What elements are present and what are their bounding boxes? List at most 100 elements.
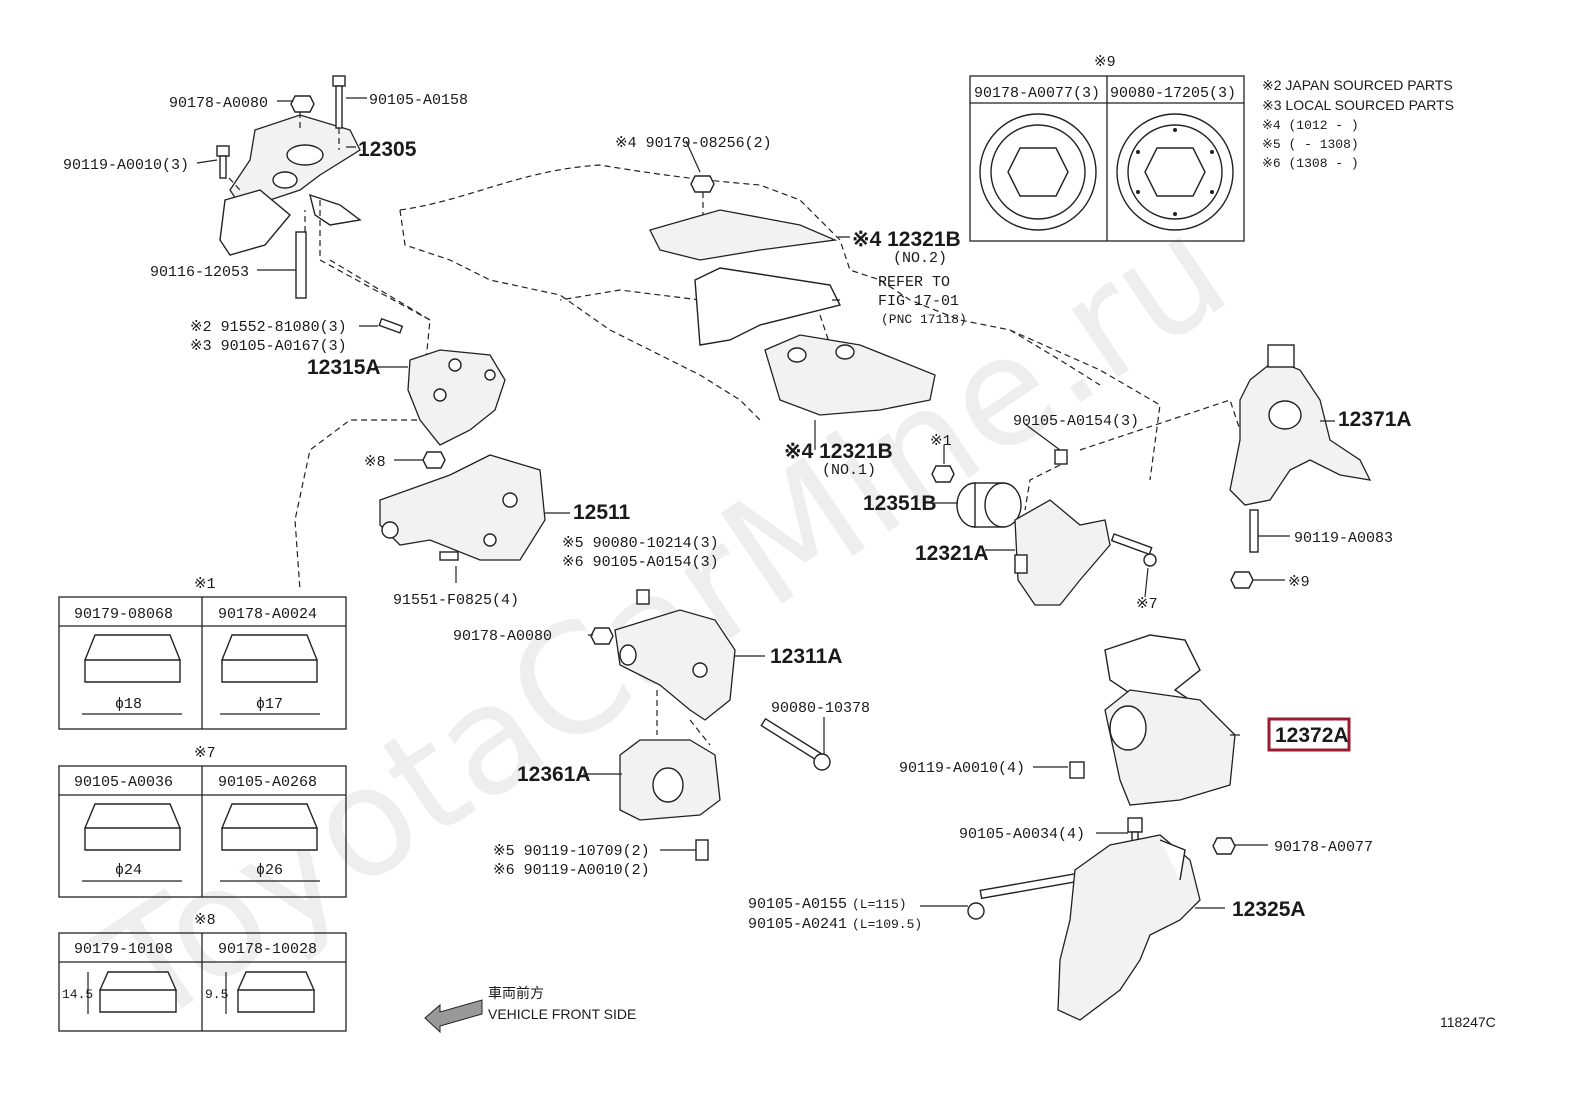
part-label[interactable]: 90119-A0010(3)	[63, 157, 189, 174]
bolt-icon	[216, 145, 230, 179]
part-label[interactable]: 90178-A0080	[453, 628, 552, 645]
legend-note: ※2 JAPAN SOURCED PARTS	[1262, 77, 1453, 93]
leader-dash	[702, 192, 831, 346]
part-label[interactable]: 90105-A0154(3)	[1013, 413, 1139, 430]
legend-head-left: 90178-A0077(3)	[974, 85, 1100, 102]
box-mark: ※8	[194, 912, 216, 929]
long-bolt-90080-10378[interactable]	[760, 717, 831, 771]
refer-text: REFER TO	[878, 274, 950, 291]
part-label[interactable]: 90116-12053	[150, 264, 249, 281]
part-label[interactable]: 12315A	[307, 356, 381, 379]
box-dim-right: 9.5	[205, 987, 228, 1002]
box-dim-left: ϕ24	[115, 862, 142, 879]
nut-icon	[1230, 571, 1254, 589]
bracket-plate-refer[interactable]	[694, 267, 842, 346]
mount-12361A[interactable]	[619, 739, 721, 821]
part-labels: 90178-A0080 90105-A0158 90119-A0010(3) 1…	[63, 92, 1412, 933]
front-side-jp: 車両前方	[488, 985, 544, 1001]
part-label[interactable]: ※2 91552-81080(3)	[190, 319, 347, 336]
legend-note: ※6 (1308 - )	[1262, 156, 1359, 171]
part-label[interactable]: 90119-A0083	[1294, 530, 1393, 547]
part-label[interactable]: 91551-F0825(4)	[393, 592, 519, 609]
part-label[interactable]: 12311A	[770, 645, 842, 668]
part-label[interactable]: ※4 90179-08256(2)	[615, 135, 772, 152]
bracket-12321B-no1[interactable]	[764, 334, 936, 416]
part-label[interactable]: ※1	[930, 433, 952, 450]
part-label[interactable]: 12371A	[1338, 408, 1412, 431]
part-label: (L=115)	[852, 897, 907, 912]
refer-text: (PNC 17118)	[881, 312, 967, 327]
part-label[interactable]: ※4 12321B	[852, 228, 961, 251]
part-label[interactable]: ※6 90119-A0010(2)	[493, 862, 650, 879]
part-label[interactable]: ※4 12321B	[784, 440, 893, 463]
bolt-icon	[1110, 533, 1157, 567]
box-head-left: 90179-08068	[74, 606, 173, 623]
part-label-highlighted[interactable]: 12372A	[1275, 724, 1349, 747]
part-label[interactable]: ※9	[1288, 574, 1310, 591]
bolt-icon	[378, 317, 404, 334]
part-label[interactable]: 12351B	[863, 492, 937, 515]
part-label[interactable]: 90105-A0158	[369, 92, 468, 109]
highlight-box	[1267, 717, 1351, 752]
engine-outline	[294, 164, 1161, 591]
nut-icon	[290, 95, 315, 113]
part-label[interactable]: ※6 90105-A0154(3)	[562, 554, 719, 571]
nut-icon	[422, 451, 446, 469]
box-1: ※1 90179-08068 90178-A0024 ϕ18 ϕ17	[58, 576, 347, 730]
bolt-icon	[1069, 761, 1085, 779]
bushing-12351B[interactable]	[956, 482, 1022, 528]
box-head-right: 90105-A0268	[218, 774, 317, 791]
nut-icon	[590, 627, 614, 645]
part-label[interactable]: 12305	[358, 138, 417, 161]
mount-12371A[interactable]	[1229, 344, 1372, 506]
mount-12372A[interactable]	[1104, 634, 1236, 806]
vehicle-front-side: 車両前方 VEHICLE FRONT SIDE	[424, 985, 636, 1034]
legend-head-right: 90080-17205(3)	[1110, 85, 1236, 102]
box-dim-right: ϕ17	[256, 696, 283, 713]
leader-dash	[228, 112, 431, 321]
bracket-12321A[interactable]	[1014, 499, 1111, 606]
part-label[interactable]: ※8	[364, 454, 386, 471]
bolt-icon	[439, 551, 459, 561]
box-head-right: 90178-10028	[218, 941, 317, 958]
part-label[interactable]: 90105-A0155	[748, 896, 847, 913]
legend-note: ※4 (1012 - )	[1262, 118, 1359, 133]
engine-mount-12305[interactable]	[219, 114, 362, 256]
part-label: (NO.1)	[822, 462, 876, 479]
bolt-icon	[1054, 449, 1068, 465]
part-label[interactable]: ※7	[1136, 596, 1158, 613]
front-side-en: VEHICLE FRONT SIDE	[488, 1006, 636, 1022]
bracket-12325A[interactable]	[1057, 834, 1201, 1021]
part-label[interactable]: 90178-A0077	[1274, 839, 1373, 856]
box-8: ※8 90179-10108 90178-10028 14.5 9.5	[58, 912, 347, 1032]
bracket-12311A[interactable]	[614, 609, 736, 721]
part-label[interactable]: 12321A	[915, 542, 989, 565]
part-label[interactable]: 90178-A0080	[169, 95, 268, 112]
figure-id: 118247C	[1440, 1014, 1496, 1030]
part-label[interactable]: ※3 90105-A0167(3)	[190, 338, 347, 355]
part-label[interactable]: ※5 90119-10709(2)	[493, 843, 650, 860]
part-label[interactable]: 12325A	[1232, 898, 1306, 921]
part-label[interactable]: 90080-10378	[771, 700, 870, 717]
bracket-12321B-no2[interactable]	[649, 209, 838, 261]
part-label[interactable]: 90119-A0010(4)	[899, 760, 1025, 777]
leader-dash	[1024, 399, 1261, 511]
part-label[interactable]: 90105-A0034(4)	[959, 826, 1085, 843]
nut-icon	[690, 175, 715, 193]
box-dim-left: 14.5	[62, 987, 93, 1002]
box-dim-left: ϕ18	[115, 696, 142, 713]
bracket-12315A[interactable]	[407, 349, 506, 446]
nut-icon	[1212, 837, 1236, 855]
legend-mark-9: ※9	[1094, 54, 1116, 71]
leader-dash	[656, 690, 711, 746]
part-label[interactable]: 90105-A0241	[748, 916, 847, 933]
part-label[interactable]: ※5 90080-10214(3)	[562, 535, 719, 552]
bolt-icon	[332, 75, 346, 129]
part-label[interactable]: 12361A	[517, 763, 591, 786]
refer-text: FIG 17-01	[878, 293, 959, 310]
box-head-right: 90178-A0024	[218, 606, 317, 623]
leader-lines	[196, 97, 1335, 909]
part-label[interactable]: 12511	[573, 501, 631, 524]
bracket-12511[interactable]	[379, 454, 546, 561]
bolt-icon	[695, 839, 709, 861]
